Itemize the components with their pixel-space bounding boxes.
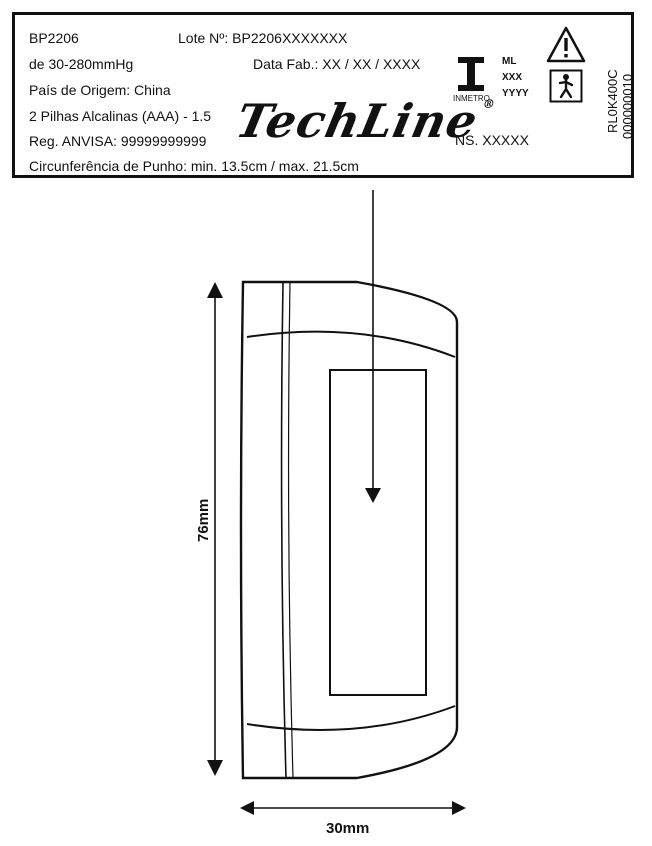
anvisa-registration-text: Reg. ANVISA: 99999999999 [29,133,207,149]
inmetro-xxx-text: XXX [502,72,523,83]
device-outline [239,280,459,780]
device-top-curve [246,330,456,358]
model-text: BP2206 [29,30,79,46]
pressure-range-text: de 30-280mmHg [29,56,134,72]
product-label: BP2206 de 30-280mmHg País de Origem: Chi… [12,12,635,178]
width-dimension-label: 30mm [326,820,370,837]
height-arrow-top [207,282,223,298]
origin-text: País de Origem: China [29,82,171,98]
width-arrow-right [452,801,466,815]
fabrication-date-text: Data Fab.: XX / XX / XXXX [253,56,421,72]
inmetro-yyyy-text: YYYY [502,88,529,99]
lot-number-text: Lote Nº: BP2206XXXXXXX [178,30,348,46]
serial-number-text: NS. XXXXX [455,132,529,148]
inmetro-label: INMETRO [453,94,490,103]
device-display-area [329,369,427,696]
device-bottom-curve [246,705,456,731]
inmetro-ml-text: ML [502,56,517,67]
body-type-b-icon [549,69,583,103]
warning-triangle-icon [546,26,586,63]
height-dimension-label: 76mm [195,498,212,542]
label-pointer-arrowhead [365,488,381,503]
inmetro-logo-icon [458,57,484,91]
wrist-circumference-text: Circunferência de Punho: min. 13.5cm / m… [29,158,359,174]
device-seam-outer [280,281,287,779]
height-arrow-bottom [207,760,223,776]
batteries-text: 2 Pilhas Alcalinas (AAA) - 1.5 [29,108,212,124]
width-arrow-left [240,801,254,815]
device-seam-inner [287,281,294,779]
